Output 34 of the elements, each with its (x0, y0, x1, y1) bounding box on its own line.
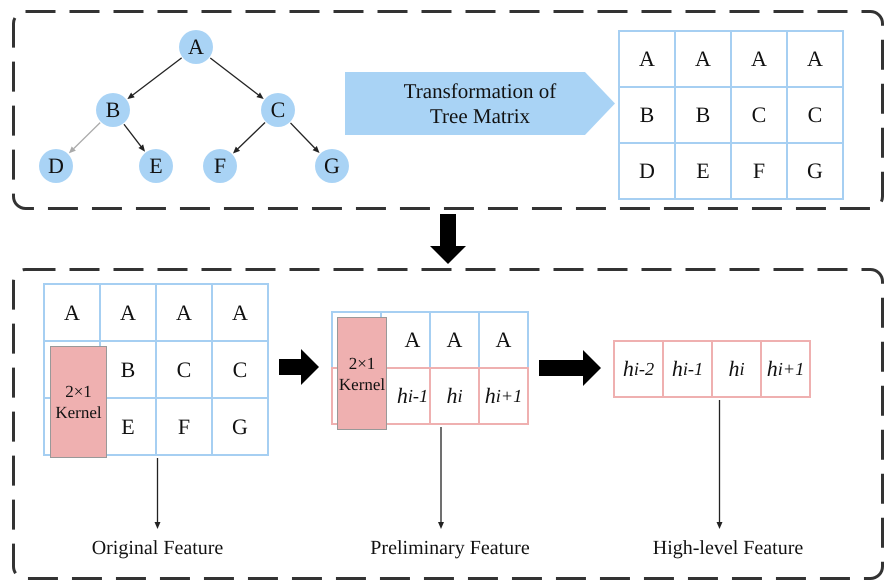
table-cell: G (211, 397, 269, 456)
table-cell: A (43, 283, 101, 342)
arrow (232, 122, 266, 154)
table-cell: A (478, 311, 529, 369)
table-cell: G (786, 142, 844, 200)
table-cell: A (211, 283, 269, 342)
tree-node-circle: B (96, 93, 130, 127)
arrow (154, 458, 160, 529)
feature-label: Preliminary Feature (355, 533, 545, 563)
block-arrow (539, 350, 601, 386)
chevron-arrow (345, 72, 615, 135)
table-cell: A (786, 30, 844, 88)
tree-node-circle: D (39, 149, 73, 183)
tree-node-circle: F (203, 149, 237, 183)
arrow (210, 57, 264, 100)
arrow (438, 427, 444, 529)
table-cell: D (618, 142, 676, 200)
arrow (127, 57, 182, 100)
block-arrow (279, 349, 319, 385)
feature-label: High-level Feature (630, 533, 826, 563)
edge-label: Transformation of Tree Matrix (402, 78, 558, 128)
arrow (290, 122, 320, 154)
arrow (123, 124, 146, 152)
tree-node-circle: E (139, 149, 173, 183)
kernel-box: 2×1 Kernel (50, 346, 107, 458)
kernel-box: 2×1 Kernel (337, 317, 387, 430)
arrow (68, 122, 101, 154)
block-arrow (430, 214, 466, 264)
arrow (716, 400, 722, 529)
table-cell: A (618, 30, 676, 88)
feature-label: Original Feature (60, 533, 255, 563)
tree-node-circle: C (261, 93, 295, 127)
tree-node-circle: G (315, 149, 349, 183)
tree-node-circle: A (179, 30, 213, 64)
